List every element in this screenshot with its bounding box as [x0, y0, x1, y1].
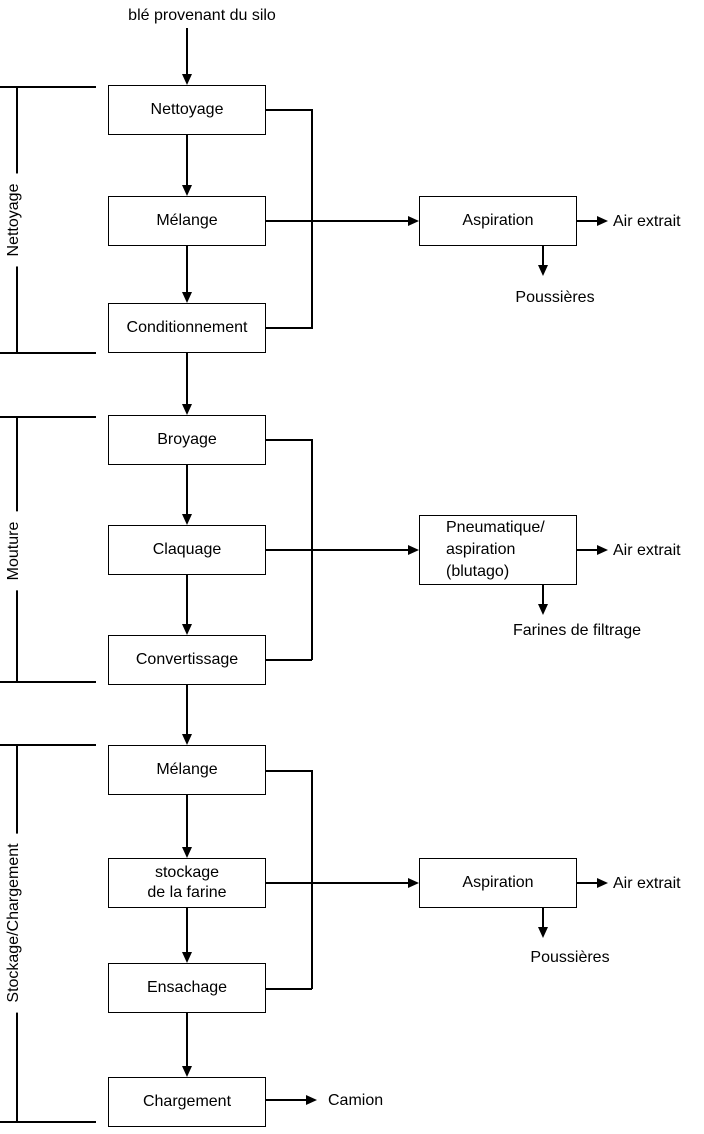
arrowhead-down-icon [182, 292, 192, 303]
connector-line [542, 246, 544, 266]
connector-line [186, 353, 188, 404]
arrowhead-right-icon [408, 878, 419, 888]
arrowhead-down-icon [538, 265, 548, 276]
connector-line [265, 439, 312, 441]
connector-line [265, 109, 312, 111]
process-box-claquage: Claquage [108, 525, 266, 575]
connector-line [186, 795, 188, 847]
arrowhead-down-icon [182, 514, 192, 525]
extraction-box-aspiration-2: Aspiration [419, 858, 577, 908]
process-box-label: Claquage [152, 541, 222, 558]
output-label-poussieres-1: Poussières [515, 289, 595, 306]
connector-line [577, 882, 598, 884]
section-label-nettoyage: Nettoyage [5, 173, 23, 267]
connector-line [186, 1013, 188, 1066]
arrowhead-right-icon [597, 878, 608, 888]
arrowhead-down-icon [182, 1066, 192, 1077]
process-box-label: Ensachage [146, 979, 228, 996]
arrowhead-right-icon [597, 216, 608, 226]
collector-line [311, 770, 313, 989]
section-label-stockage-chargement: Stockage/Chargement [5, 833, 23, 1013]
connector-line [265, 770, 312, 772]
section-label-mouture: Mouture [5, 511, 23, 591]
connector-line [266, 1099, 306, 1101]
output-label-poussieres-2: Poussières [530, 949, 610, 966]
arrowhead-down-icon [182, 847, 192, 858]
connector-line [186, 908, 188, 952]
connector-line [265, 327, 312, 329]
process-box-chargement: Chargement [108, 1077, 266, 1127]
extraction-box-aspiration-1: Aspiration [419, 196, 577, 246]
process-box-label: Conditionnement [126, 319, 248, 336]
arrowhead-down-icon [182, 952, 192, 963]
connector-line [265, 549, 408, 551]
connector-line [186, 575, 188, 624]
connector-line [265, 882, 408, 884]
connector-line [265, 220, 408, 222]
arrowhead-right-icon [306, 1095, 317, 1105]
process-box-label: Mélange [156, 761, 218, 778]
process-box-convertissage: Convertissage [108, 635, 266, 685]
source-label: blé provenant du silo [128, 7, 276, 24]
collector-line [311, 109, 313, 329]
connector-line [542, 585, 544, 605]
output-label-camion: Camion [328, 1092, 384, 1109]
arrowhead-down-icon [182, 74, 192, 85]
extraction-box-label-line1: Pneumatique/ [446, 519, 545, 536]
process-box-melange-1: Mélange [108, 196, 266, 246]
process-box-label: Mélange [156, 212, 218, 229]
arrowhead-down-icon [182, 404, 192, 415]
extraction-box-label: Aspiration [462, 874, 534, 891]
extraction-box-label-line2: aspiration [446, 541, 516, 558]
output-label-air-extrait-1: Air extrait [613, 213, 681, 230]
extraction-box-label: Aspiration [462, 212, 534, 229]
connector-line [186, 465, 188, 514]
connector-line [186, 28, 188, 74]
process-box-label-line2: de la farine [147, 884, 227, 901]
process-box-stockage-farine: stockage de la farine [108, 858, 266, 908]
bracket-top-line-nettoyage [0, 86, 96, 88]
arrowhead-down-icon [538, 927, 548, 938]
bracket-bottom-line-mouture [0, 681, 96, 683]
process-box-ensachage: Ensachage [108, 963, 266, 1013]
arrowhead-down-icon [182, 624, 192, 635]
output-label-farines-filtrage: Farines de filtrage [512, 622, 642, 639]
process-box-broyage: Broyage [108, 415, 266, 465]
connector-line [577, 220, 598, 222]
bracket-bottom-line-stockage [0, 1121, 96, 1123]
process-box-melange-2: Mélange [108, 745, 266, 795]
connector-line [186, 135, 188, 185]
connector-line [265, 988, 312, 990]
output-label-air-extrait-3: Air extrait [613, 875, 681, 892]
process-box-conditionnement: Conditionnement [108, 303, 266, 353]
arrowhead-down-icon [182, 734, 192, 745]
bracket-top-line-stockage [0, 744, 96, 746]
arrowhead-right-icon [408, 545, 419, 555]
process-box-label: Nettoyage [150, 101, 224, 118]
process-box-label-line1: stockage [154, 864, 220, 881]
process-box-label: Chargement [142, 1093, 232, 1110]
bracket-bottom-line-nettoyage [0, 352, 96, 354]
process-box-nettoyage: Nettoyage [108, 85, 266, 135]
connector-line [577, 549, 598, 551]
connector-line [542, 908, 544, 928]
extraction-box-label-line3: (blutago) [446, 563, 510, 580]
connector-line [186, 246, 188, 292]
extraction-box-pneumatique: Pneumatique/ aspiration (blutago) [419, 515, 577, 585]
connector-line [186, 685, 188, 734]
bracket-top-line-mouture [0, 416, 96, 418]
process-box-label: Convertissage [135, 651, 239, 668]
process-box-label: Broyage [157, 431, 217, 448]
arrowhead-right-icon [597, 545, 608, 555]
arrowhead-down-icon [538, 604, 548, 615]
output-label-air-extrait-2: Air extrait [613, 542, 681, 559]
connector-line [265, 659, 312, 661]
arrowhead-right-icon [408, 216, 419, 226]
arrowhead-down-icon [182, 185, 192, 196]
